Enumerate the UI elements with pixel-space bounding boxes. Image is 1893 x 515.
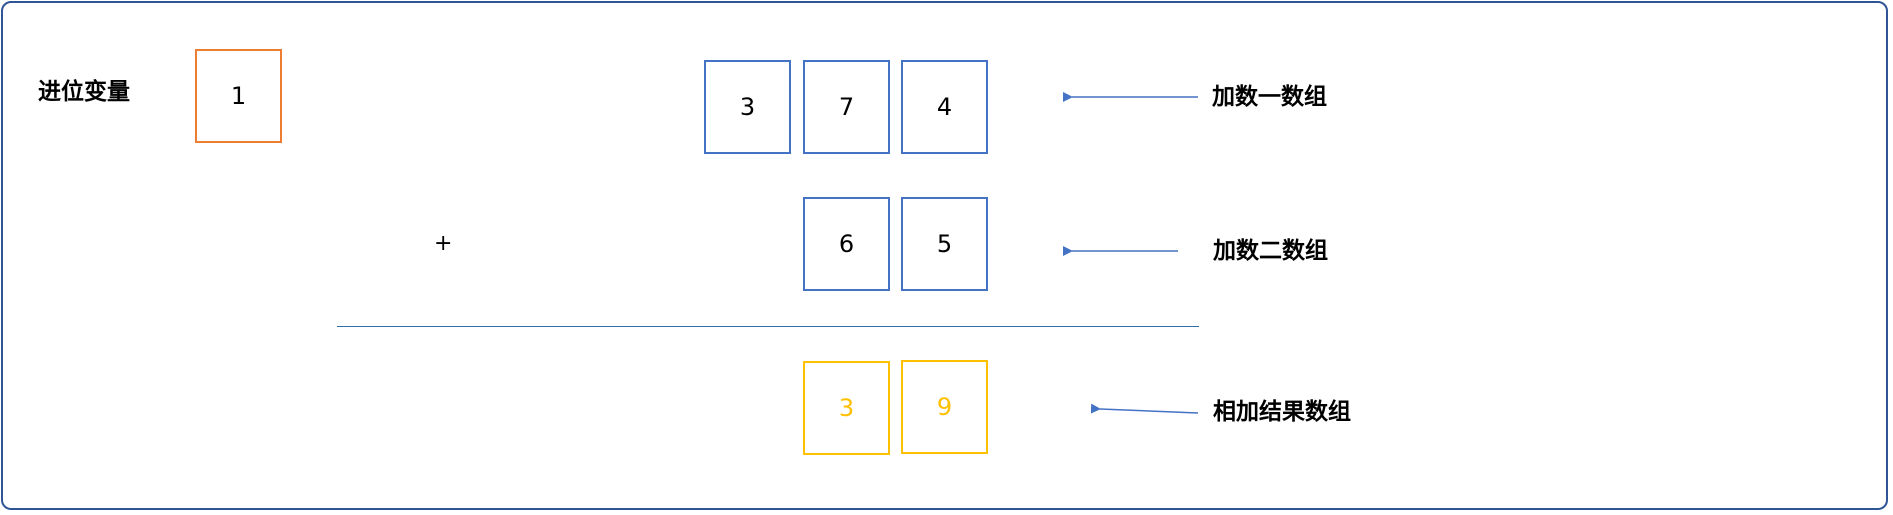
result-digit-1: 9 xyxy=(901,360,988,454)
result-arrow xyxy=(1090,403,1199,414)
result-digit-0: 3 xyxy=(803,361,890,455)
addend-one-label: 加数一数组 xyxy=(1212,84,1327,110)
addend-two-label: 加数二数组 xyxy=(1213,238,1328,264)
plus-operator: + xyxy=(434,231,453,256)
addend-one-digit-0: 3 xyxy=(704,60,791,154)
addend-two-digit-0: 6 xyxy=(803,197,890,291)
result-label: 相加结果数组 xyxy=(1213,399,1351,425)
addend-one-digit-1: 7 xyxy=(803,60,890,154)
sum-divider-line xyxy=(337,326,1199,327)
addend-two-digit-1: 5 xyxy=(901,197,988,291)
carry-variable-box: 1 xyxy=(195,49,282,143)
addend-one-digit-2: 4 xyxy=(901,60,988,154)
carry-variable-label: 进位变量 xyxy=(38,79,130,105)
